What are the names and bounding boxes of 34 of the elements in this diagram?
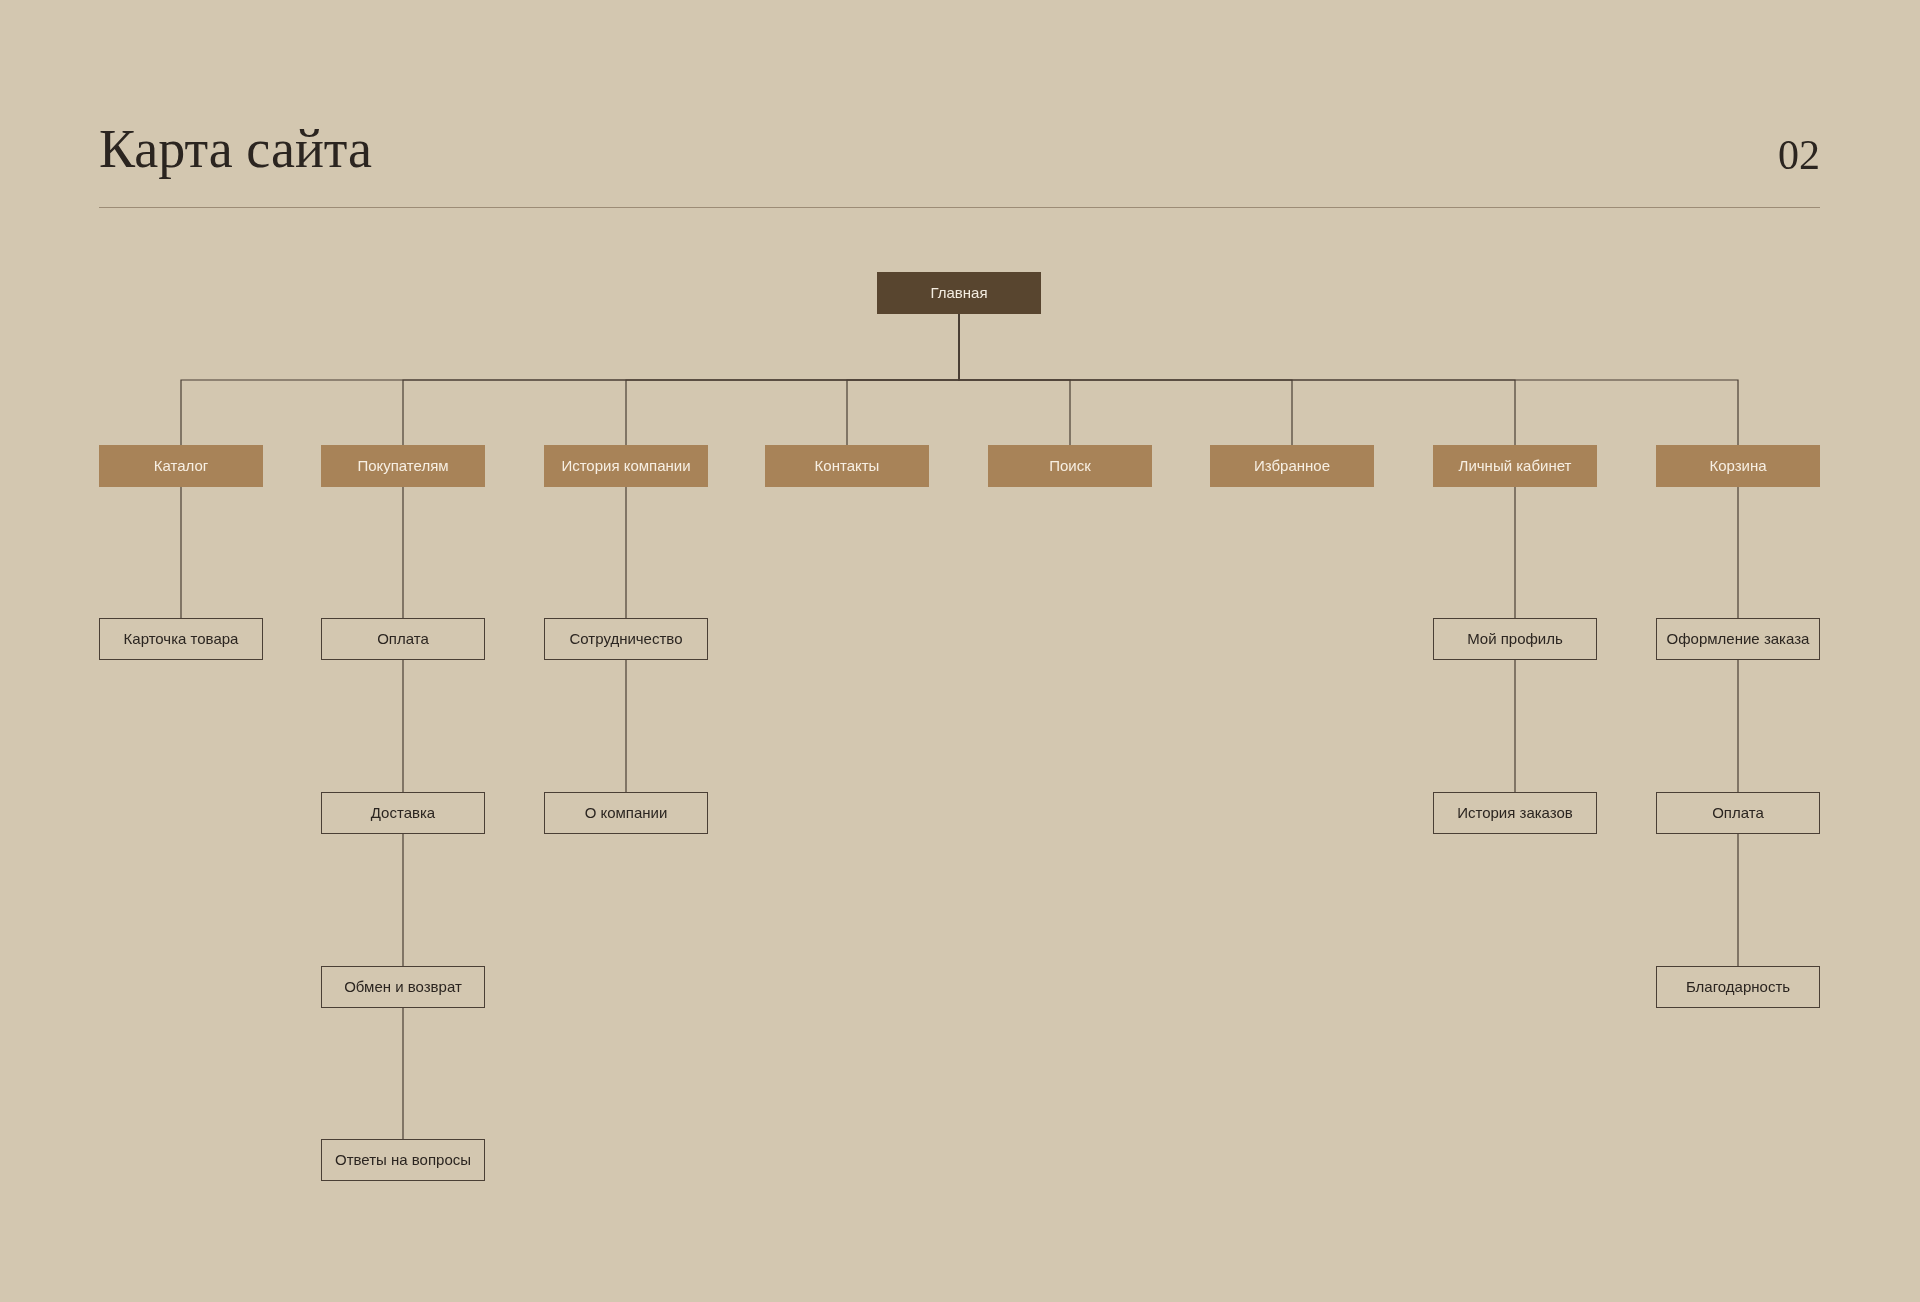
connector-line bbox=[625, 659, 627, 793]
page-box: Ответы на вопросы bbox=[321, 1139, 485, 1181]
section-box: Покупателям bbox=[321, 445, 485, 487]
connector-line bbox=[1737, 486, 1739, 619]
page-box: Обмен и возврат bbox=[321, 966, 485, 1008]
section-box: Контакты bbox=[765, 445, 929, 487]
section-box: Избранное bbox=[1210, 445, 1374, 487]
connector-line bbox=[402, 1007, 404, 1140]
page-box: Оплата bbox=[321, 618, 485, 660]
page-box: Оформление заказа bbox=[1656, 618, 1820, 660]
page-box: Доставка bbox=[321, 792, 485, 834]
page-box: Карточка товара bbox=[99, 618, 263, 660]
connector-line bbox=[1737, 833, 1739, 967]
connector-line bbox=[180, 486, 182, 619]
connector-line bbox=[402, 659, 404, 793]
section-box: Поиск bbox=[988, 445, 1152, 487]
connector-line bbox=[625, 486, 627, 619]
connector-line bbox=[1514, 486, 1516, 619]
section-box: Каталог bbox=[99, 445, 263, 487]
page-box: История заказов bbox=[1433, 792, 1597, 834]
page-box: О компании bbox=[544, 792, 708, 834]
connector-line bbox=[402, 833, 404, 967]
connector-line bbox=[402, 486, 404, 619]
page-box: Благодарность bbox=[1656, 966, 1820, 1008]
connector-line bbox=[1514, 659, 1516, 793]
section-box: Корзина bbox=[1656, 445, 1820, 487]
page-box: Оплата bbox=[1656, 792, 1820, 834]
connector-line bbox=[1737, 659, 1739, 793]
section-box: Личный кабинет bbox=[1433, 445, 1597, 487]
page-number: 02 bbox=[1778, 134, 1820, 176]
section-box: История компании bbox=[544, 445, 708, 487]
page-box: Сотрудничество bbox=[544, 618, 708, 660]
page-box: Мой профиль bbox=[1433, 618, 1597, 660]
home-page-box: Главная bbox=[877, 272, 1041, 314]
